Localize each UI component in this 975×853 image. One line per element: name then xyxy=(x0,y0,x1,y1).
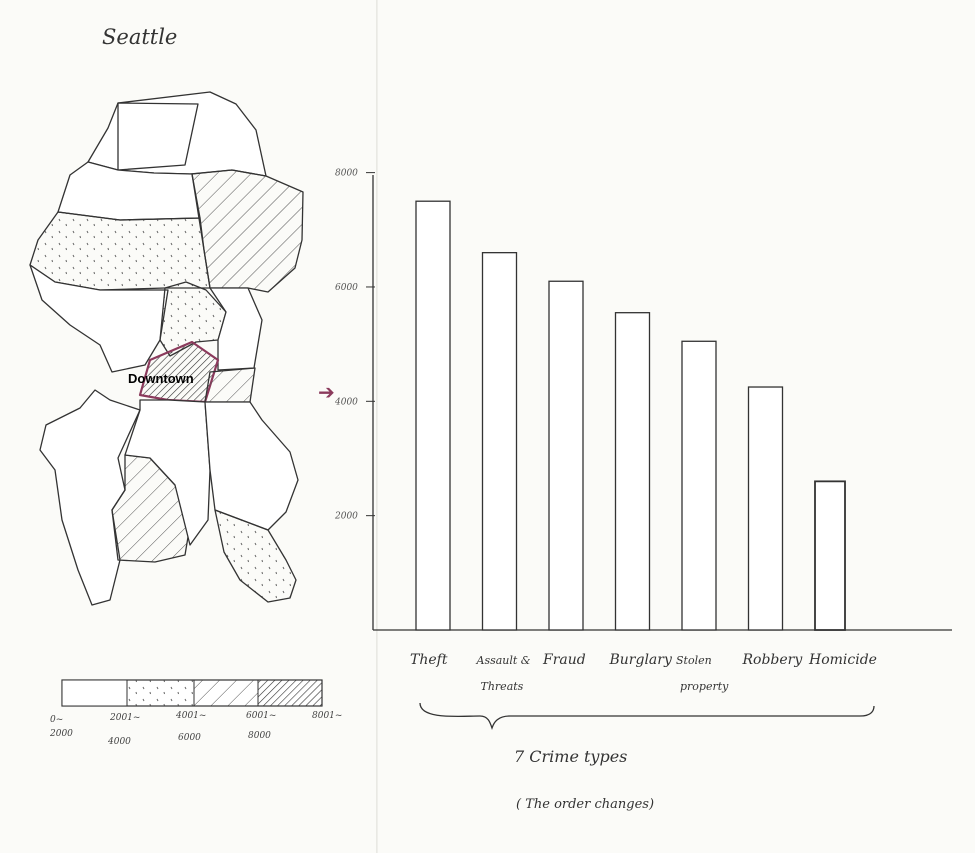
region-west xyxy=(29,264,169,373)
bar-theft xyxy=(415,200,451,631)
x-category-label: property xyxy=(680,680,729,693)
bar-fraud xyxy=(548,280,584,631)
region-east-center xyxy=(209,287,263,371)
crime-bar-chart: 8000 6000 4000 2000 Theft Assault & Threats Fr… xyxy=(334,169,952,693)
legend-bottom-label-1: 2000 xyxy=(49,729,73,739)
legend-bottom-label-3: 6000 xyxy=(178,733,201,743)
region-southeast xyxy=(204,401,299,531)
bar-robbery xyxy=(747,386,784,631)
region-north-inner xyxy=(117,102,199,171)
map-legend: 0~ 2001~ 4001~ 6001~ 8001~ 2000 4000 600… xyxy=(49,679,342,747)
region-north xyxy=(87,91,267,177)
legend-swatch-4 xyxy=(257,679,323,707)
region-west-dotted xyxy=(29,211,211,291)
order-changes-note: ( The order changes) xyxy=(516,797,654,812)
category-brace xyxy=(419,702,875,731)
region-southeast-dotted xyxy=(214,509,297,603)
legend-top-label-1: 0~ xyxy=(50,715,63,725)
seattle-map xyxy=(29,91,304,606)
x-category-label: Theft xyxy=(410,652,448,668)
legend-bottom-label-2: 4000 xyxy=(107,737,131,747)
y-tick-label: 2000 xyxy=(334,512,358,522)
legend-top-label-4: 6001~ xyxy=(246,711,276,721)
region-downtown-east xyxy=(204,367,256,403)
legend-top-label-5: 8001~ xyxy=(312,711,342,721)
legend-top-label-3: 4001~ xyxy=(175,711,206,721)
region-south-center xyxy=(124,399,211,546)
crime-types-note: 7 Crime types xyxy=(514,747,627,766)
region-southwest xyxy=(39,389,141,606)
legend-top-label-2: 2001~ xyxy=(109,713,140,723)
y-tick-label: 4000 xyxy=(334,397,358,407)
legend-swatch-3 xyxy=(193,679,259,707)
map-title: Seattle xyxy=(102,25,177,49)
bar-stolen-property xyxy=(681,340,717,631)
downtown-label: Downtown xyxy=(128,371,194,386)
x-category-label: Stolen xyxy=(676,654,712,667)
x-category-label: Burglary xyxy=(609,652,673,668)
bar-burglary xyxy=(614,312,651,631)
y-tick-label: 8000 xyxy=(335,169,358,179)
x-category-label: Fraud xyxy=(542,652,586,668)
bar-homicide xyxy=(814,480,846,631)
paper-fold xyxy=(376,0,378,853)
legend-swatch-2 xyxy=(126,679,195,707)
x-category-label: Robbery xyxy=(742,652,804,668)
right-arrow-icon: ➔ xyxy=(318,380,335,404)
x-category-label: Homicide xyxy=(808,652,877,668)
region-northeast-hatched xyxy=(191,169,304,293)
bar-assault-threats xyxy=(481,252,518,631)
legend-swatch-1 xyxy=(61,679,128,707)
legend-bottom-label-4: 8000 xyxy=(248,731,271,741)
y-tick-label: 6000 xyxy=(335,283,358,293)
x-category-label: Assault & xyxy=(476,654,531,667)
x-category-label: Threats xyxy=(481,680,524,693)
